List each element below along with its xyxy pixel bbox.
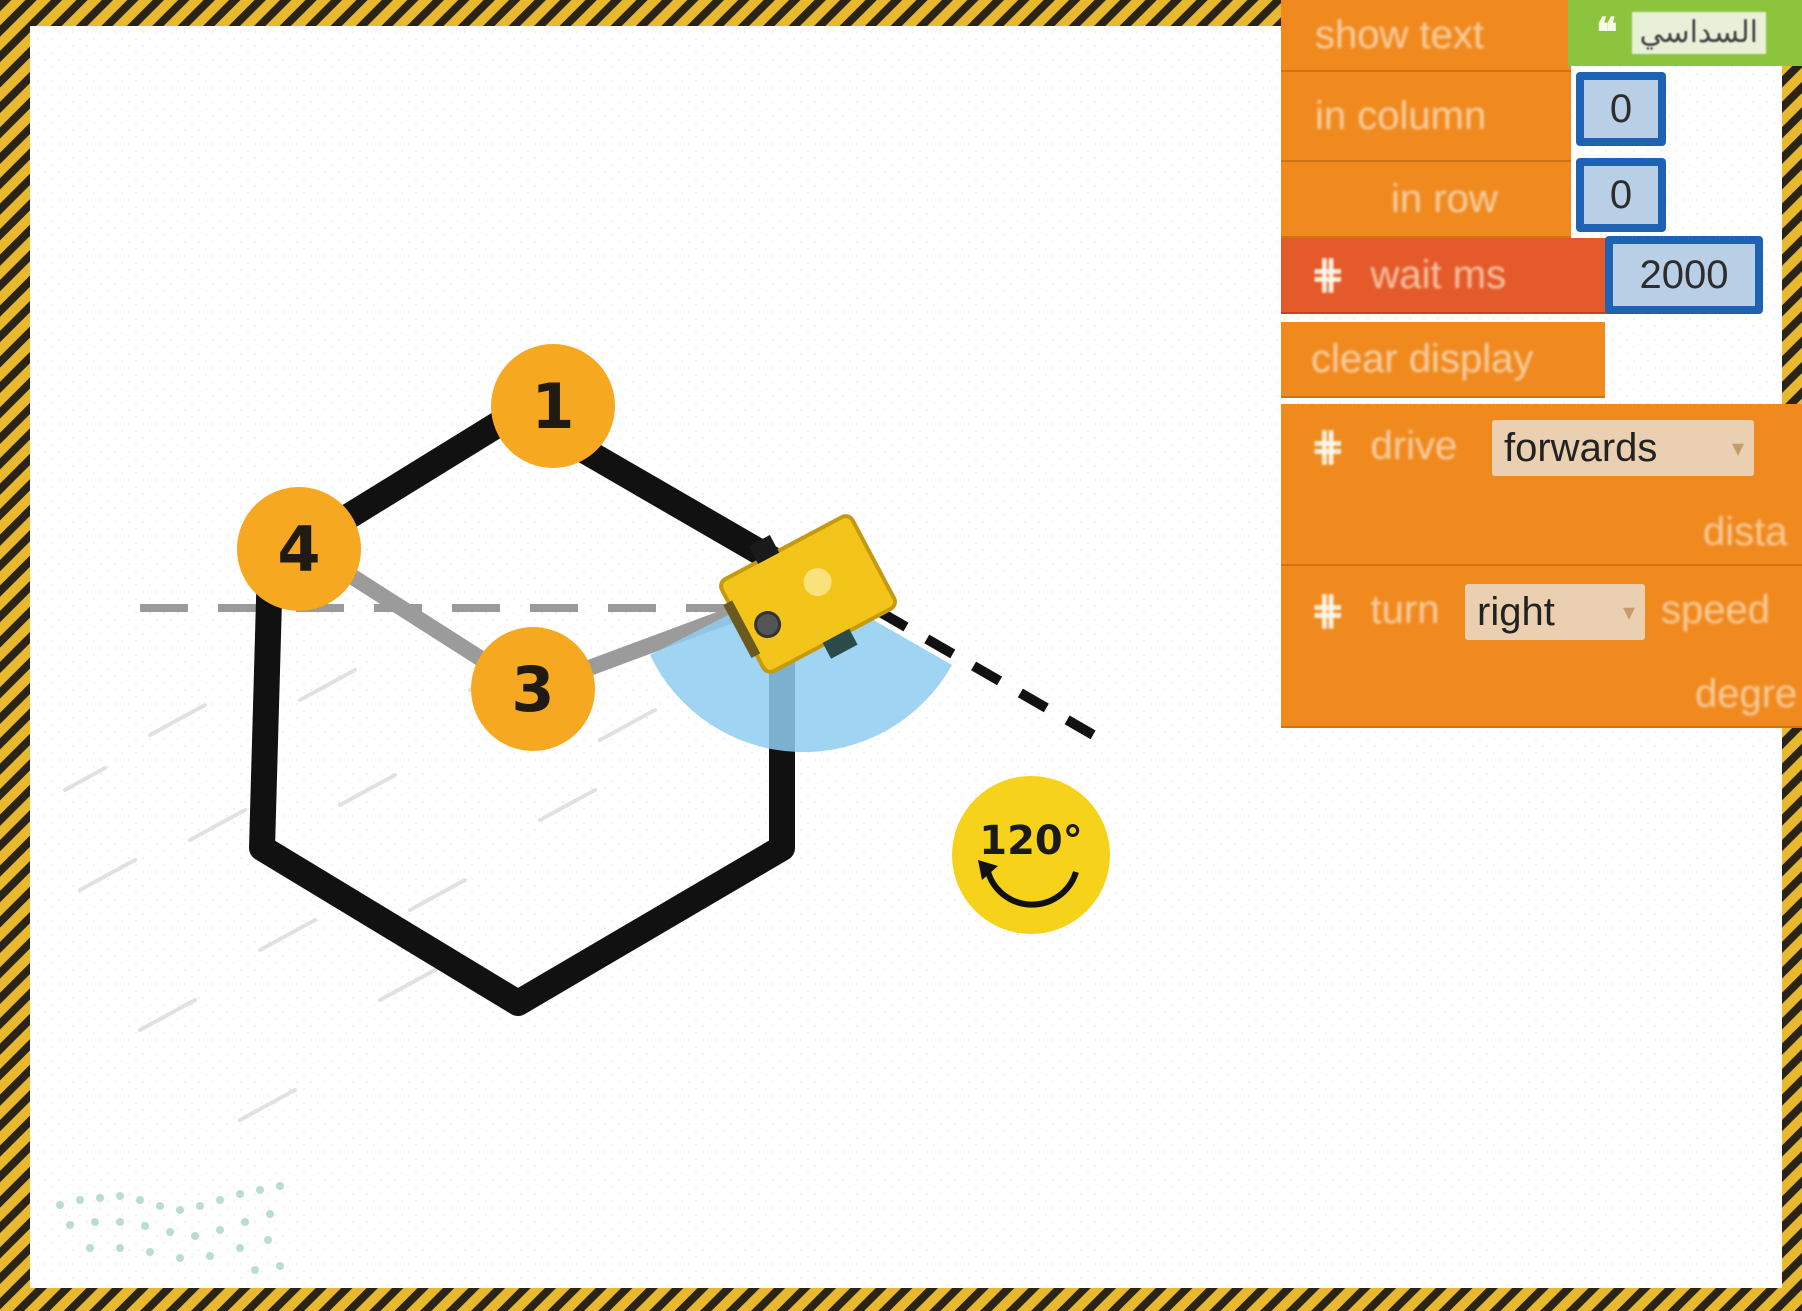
path-marker-number: 1 [531, 369, 575, 443]
turn-angle-indicator: 120° [952, 776, 1110, 934]
turn-degrees-label: degre [1695, 672, 1798, 716]
drive-label: drive [1370, 424, 1458, 468]
in-column-socket[interactable]: 0 [1576, 72, 1666, 146]
turn-direction-dropdown[interactable]: right ▾ [1465, 584, 1645, 640]
path-marker-number: 4 [277, 512, 321, 586]
path-marker-1: 1 [491, 344, 615, 468]
hash-icon: ⋕ [1311, 425, 1345, 469]
in-row-block[interactable]: in row [1281, 162, 1571, 238]
new-heading-line [877, 607, 1105, 745]
path-marker-3: 3 [471, 627, 595, 751]
turn-speed-label: speed [1661, 588, 1770, 632]
show-text-block[interactable]: show text [1281, 0, 1571, 72]
code-blocks-panel: show text ❝ السداسي in column 0 in row 0… [1281, 0, 1802, 728]
wait-block[interactable]: ⋕ wait ms [1281, 238, 1621, 314]
hash-icon: ⋕ [1311, 589, 1345, 633]
in-column-value[interactable]: 0 [1584, 80, 1658, 138]
hash-icon: ⋕ [1311, 253, 1345, 297]
in-column-label: in column [1315, 93, 1487, 138]
show-text-string-socket[interactable]: ❝ السداسي [1568, 0, 1802, 66]
turn-arc [650, 578, 952, 753]
wait-value[interactable]: 2000 [1613, 244, 1755, 306]
logo-dots [56, 1182, 284, 1274]
rotate-arrow-icon [978, 860, 1079, 908]
clear-display-block[interactable]: clear display [1281, 322, 1605, 398]
turn-angle-label: 120° [979, 818, 1083, 864]
robot [719, 514, 897, 674]
wait-label: wait ms [1370, 252, 1507, 297]
quote-icon: ❝ [1596, 11, 1618, 55]
in-row-socket[interactable]: 0 [1576, 158, 1666, 232]
turn-label: turn [1370, 588, 1440, 632]
wait-socket[interactable]: 2000 [1605, 236, 1763, 314]
turn-direction-value: right [1477, 589, 1555, 634]
clear-display-label: clear display [1311, 336, 1534, 381]
in-column-block[interactable]: in column [1281, 72, 1571, 162]
in-row-value[interactable]: 0 [1584, 166, 1658, 224]
show-text-label: show text [1315, 12, 1484, 57]
path-marker-number: 3 [511, 652, 555, 726]
drive-distance-label: dista [1703, 510, 1788, 554]
in-row-label: in row [1391, 176, 1498, 221]
drive-direction-dropdown[interactable]: forwards ▾ [1492, 420, 1754, 476]
drive-direction-value: forwards [1504, 425, 1658, 470]
chevron-down-icon: ▾ [1622, 598, 1635, 626]
chevron-down-icon: ▾ [1731, 434, 1744, 462]
path-marker-4: 4 [237, 487, 361, 611]
show-text-string-value[interactable]: السداسي [1631, 11, 1766, 55]
